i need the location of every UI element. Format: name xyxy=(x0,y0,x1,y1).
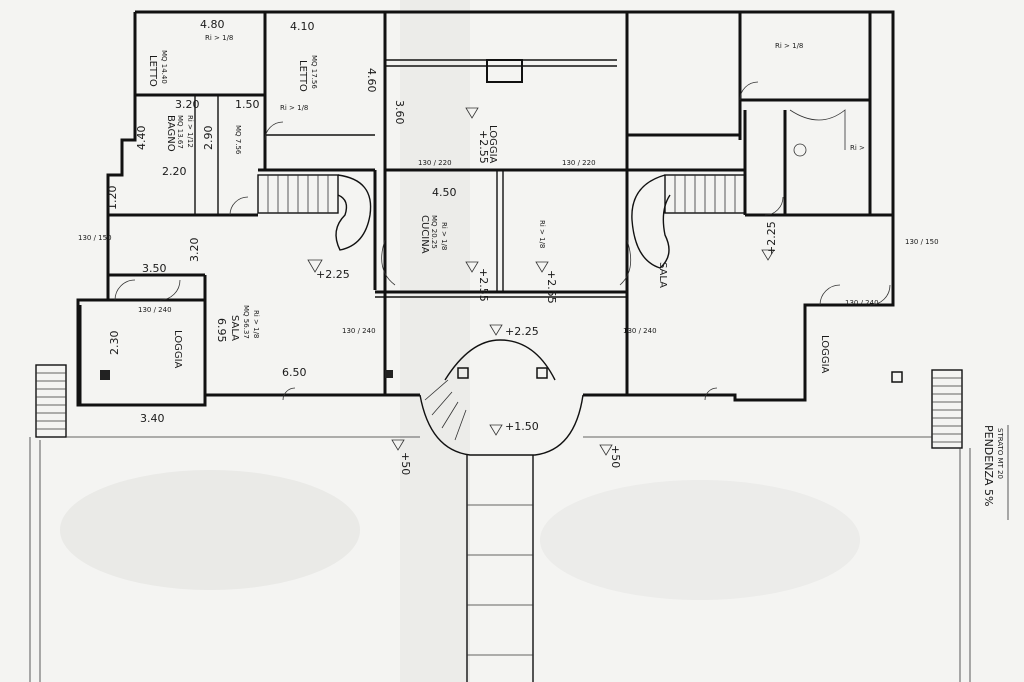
dim-450: 4.50 xyxy=(432,186,457,199)
level-center: +2.25 xyxy=(505,325,539,338)
dim-320b: 3.20 xyxy=(188,238,201,263)
label-loggia-right: LOGGIA xyxy=(819,335,830,374)
dim-350: 3.50 xyxy=(142,262,167,275)
label-cucina: CUCINA xyxy=(419,215,430,254)
dim-220: 2.20 xyxy=(162,165,187,178)
dim-130-220-b: 130 / 220 xyxy=(562,159,596,167)
dim-360: 3.60 xyxy=(393,100,406,125)
terrace-outline xyxy=(29,436,971,682)
stair-right xyxy=(631,174,746,269)
center-shadow xyxy=(400,0,470,682)
dim-150: 1.50 xyxy=(235,98,260,111)
interior-walls-center xyxy=(375,168,627,397)
level-entry: +1.50 xyxy=(505,420,539,433)
dim-120: 1.20 xyxy=(106,186,119,211)
dim-320: 3.20 xyxy=(175,98,200,111)
external-stair-left xyxy=(35,364,67,438)
label-wc-area: MQ 7.56 xyxy=(234,125,242,155)
smudge-right xyxy=(540,480,860,600)
label-bagno-area: MQ 13.67 xyxy=(176,115,184,149)
door-swings xyxy=(114,81,891,401)
label-ri-center-right: Ri > 1/8 xyxy=(538,220,546,248)
label-loggia-left: LOGGIA xyxy=(172,330,183,369)
smudge-left xyxy=(60,470,360,590)
label-sala-right: SALA xyxy=(657,262,668,288)
dim-480: 4.80 xyxy=(200,18,225,31)
interior-walls-left xyxy=(108,12,377,395)
level-right: +2.25 xyxy=(765,221,778,255)
slope-legend: PENDENZA 5% STRATO MT 20 xyxy=(982,425,1009,520)
dim-650: 6.50 xyxy=(282,366,307,379)
dim-130-150-a: 130 / 150 xyxy=(78,234,112,242)
stair-left xyxy=(257,174,372,251)
dim-340: 3.40 xyxy=(140,412,165,425)
level-markers: +2.55 +2.25 +2.55 +2.55 +2.25 +2.25 +1.5… xyxy=(307,107,778,475)
fixtures xyxy=(100,59,903,383)
label-bagno-ri: Ri > 1/12 xyxy=(186,115,194,148)
dim-130-240-c: 130 / 240 xyxy=(623,327,657,335)
label-loggia-top: LOGGIA xyxy=(487,125,498,164)
path-walkway xyxy=(466,455,534,682)
external-stair-right xyxy=(931,369,963,449)
level-letto: +2.25 xyxy=(316,268,350,281)
dimension-labels: 4.80 4.10 3.20 1.50 4.40 2.90 2.20 3.60 … xyxy=(78,18,939,425)
dim-130-240-d: 130 / 240 xyxy=(845,299,879,307)
label-letto-2: LETTO xyxy=(297,60,308,92)
label-sala-left: SALA xyxy=(229,315,240,341)
dim-695: 6.95 xyxy=(215,318,228,343)
label-bagno: BAGNO xyxy=(165,115,176,152)
dim-410: 4.10 xyxy=(290,20,315,33)
interior-walls-right xyxy=(627,12,893,217)
label-ri-right-top: Ri > 1/8 xyxy=(775,42,803,50)
legend-strato: STRATO MT 20 xyxy=(996,428,1004,479)
label-letto-1-area: MQ 14.40 xyxy=(160,50,168,84)
dim-290: 2.90 xyxy=(202,126,215,151)
legend-pendenza: PENDENZA 5% xyxy=(982,425,995,506)
label-cucina-ri: Ri > 1/8 xyxy=(440,222,448,250)
dim-460: 4.60 xyxy=(365,68,378,93)
level-loggia-top: +2.55 xyxy=(477,130,490,164)
label-letto-1-ri: Ri > 1/8 xyxy=(205,34,233,42)
label-letto-2-area: MQ 17.56 xyxy=(310,55,318,89)
dim-130-150-b: 130 / 150 xyxy=(905,238,939,246)
dim-230: 2.30 xyxy=(108,331,121,356)
label-sala-left-area: MQ 56.37 xyxy=(242,305,250,339)
label-cucina-area: MQ 20.25 xyxy=(430,215,438,249)
label-letto-1: LETTO xyxy=(147,55,158,87)
dim-130-240-b: 130 / 240 xyxy=(342,327,376,335)
label-ri-right-side: Ri > xyxy=(850,144,865,152)
level-cucina-a: +2.55 xyxy=(477,268,490,302)
label-letto-2-ri: Ri > 1/8 xyxy=(280,104,308,112)
dim-130-220-a: 130 / 220 xyxy=(418,159,452,167)
level-ext-left: +50 xyxy=(399,452,412,475)
level-cucina-b: +2.55 xyxy=(545,270,558,304)
dim-440: 4.40 xyxy=(135,126,148,151)
stair-entry xyxy=(419,339,584,456)
dim-130-240-a: 130 / 240 xyxy=(138,306,172,314)
label-sala-left-ri: Ri > 1/8 xyxy=(252,310,260,338)
level-ext-right: +50 xyxy=(609,445,622,468)
room-labels: LETTO MQ 14.40 Ri > 1/8 LETTO MQ 17.56 R… xyxy=(147,34,865,374)
